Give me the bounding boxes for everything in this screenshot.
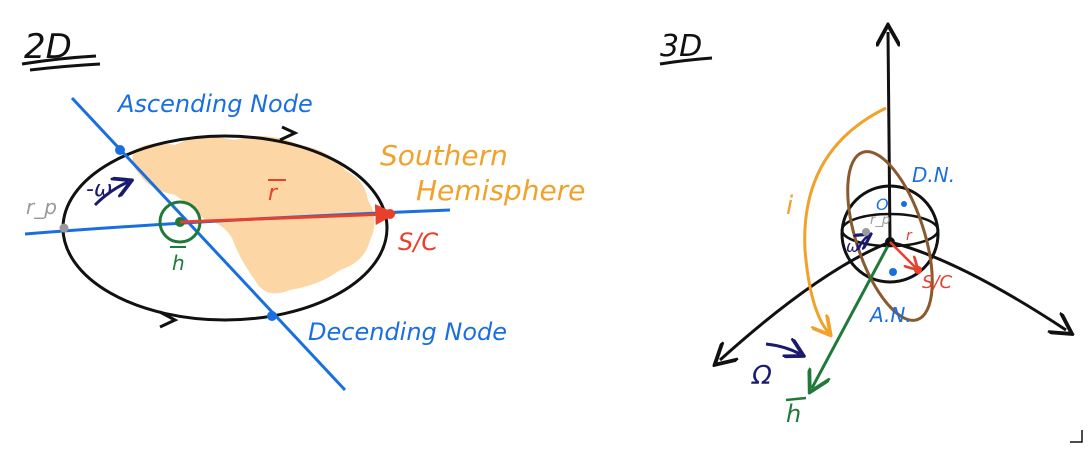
arg-periapsis-label: -ω xyxy=(86,177,112,202)
ascending-node-label: Ascending Node xyxy=(116,90,313,118)
position-vector-2d xyxy=(179,204,397,226)
corner-mark xyxy=(1070,430,1083,443)
inclination-arc xyxy=(803,106,887,332)
title-3d-underline xyxy=(659,56,713,66)
arg-periapsis-label-3d: ω xyxy=(846,237,859,256)
position-vector-3d xyxy=(889,241,916,268)
arg-periapsis-arc-3d xyxy=(858,236,868,251)
angular-momentum-label-2d: h xyxy=(172,251,185,275)
ascending-node-point xyxy=(115,145,125,155)
ascending-node-label-3d: A.N. xyxy=(868,303,912,327)
perigee-label-3d: r_p xyxy=(870,213,890,228)
raan-arc xyxy=(765,344,800,354)
arg-periapsis-arc xyxy=(93,182,128,207)
angular-momentum-label-3d: h xyxy=(786,400,801,428)
title-underline-2 xyxy=(29,62,101,72)
panel-2d: 2D r_p -ω h r S/C Ascending xyxy=(21,27,585,392)
orbit-direction-arrow-top xyxy=(279,125,299,142)
raan-label: Ω xyxy=(751,361,772,391)
southern-hemisphere-region xyxy=(132,136,375,294)
spacecraft-point-2d xyxy=(385,209,395,219)
y-axis xyxy=(889,240,1066,330)
descending-node-point-3d xyxy=(901,201,907,207)
hemisphere-label-line2: Hemisphere xyxy=(416,174,585,207)
ascending-node-point-3d xyxy=(889,268,897,276)
perigee-label: r_p xyxy=(26,195,57,219)
inclination-label: i xyxy=(786,191,794,221)
perigee-point xyxy=(59,223,69,233)
orbit-direction-arrow-bottom xyxy=(159,310,179,329)
z-axis xyxy=(888,32,890,243)
title-underline-1 xyxy=(21,54,97,66)
hemisphere-label-line1: Southern xyxy=(380,139,508,172)
descending-node-label-3d: D.N. xyxy=(912,163,955,187)
spacecraft-label-3d: S/C xyxy=(922,272,952,293)
position-vector-label-2d: r xyxy=(268,181,279,206)
position-vector-label-3d: r xyxy=(906,228,913,244)
angular-momentum-bar-3d xyxy=(785,396,807,402)
perigee-point-3d xyxy=(862,228,870,236)
descending-node-label: Decending Node xyxy=(308,318,507,346)
panel-3d: 3D i h Ω ω r_p O D.N. A.N. xyxy=(659,29,1066,428)
origin-label: O xyxy=(876,195,889,214)
angular-momentum-vector-3d xyxy=(812,241,892,388)
spacecraft-label-2d: S/C xyxy=(398,228,438,256)
spacecraft-point-3d xyxy=(914,266,922,274)
descending-node-point xyxy=(267,311,277,321)
